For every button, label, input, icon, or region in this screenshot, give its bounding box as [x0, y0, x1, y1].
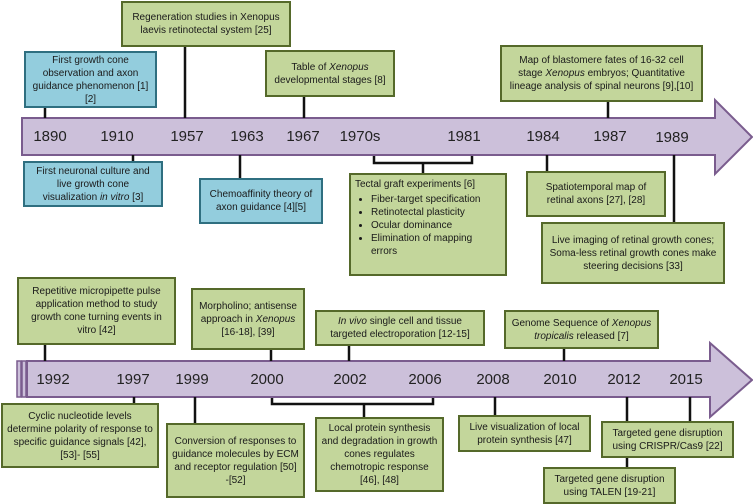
- event-live-visualization: Live visualization of local protein synt…: [458, 415, 591, 452]
- event-local-protein-synthesis: Local protein synthesis and degradation …: [315, 417, 444, 492]
- event-spatiotemporal-map: Spatiotemporal map of retinal axons [27]…: [526, 171, 666, 217]
- event-talen: Targeted gene disruption using TALEN [19…: [543, 467, 676, 504]
- year-label: 1981: [447, 128, 481, 145]
- year-label: 1890: [33, 128, 67, 145]
- event-text: Table of Xenopus developmental stages [8…: [274, 61, 386, 86]
- event-crispr: Targeted gene disruption using CRISPR/Ca…: [601, 421, 734, 458]
- year-label: 1992: [36, 371, 70, 388]
- year-label: 2006: [408, 371, 442, 388]
- year-label: 2002: [333, 371, 367, 388]
- connector-lines: [43, 46, 692, 467]
- timeline-break-mark: [21, 360, 27, 398]
- event-blastomere-map: Map of blastomere fates of 16-32 cell st…: [500, 45, 703, 102]
- year-label: 1970s: [339, 128, 381, 145]
- list-item: Ocular dominance: [371, 219, 501, 232]
- year-label: 2008: [476, 371, 510, 388]
- list-item: Elimination of mapping errors: [371, 232, 501, 258]
- list-item: Retinotectal plasticity: [371, 206, 501, 219]
- event-text: First neuronal culture and live growth c…: [36, 165, 150, 203]
- event-title: Tectal graft experiments [6]: [355, 179, 476, 190]
- event-cyclic-nucleotide: Cyclic nucleotide levels determine polar…: [1, 403, 159, 468]
- year-label: 2012: [607, 371, 641, 388]
- timeline-break-mark: [16, 360, 22, 398]
- event-text: Live visualization of local protein synt…: [469, 421, 580, 446]
- year-label: 2000: [250, 371, 284, 388]
- year-label: 1957: [170, 128, 204, 145]
- event-text: Cyclic nucleotide levels determine polar…: [7, 410, 153, 461]
- year-label: 1967: [286, 128, 320, 145]
- year-label: 1910: [100, 128, 134, 145]
- event-text: Spatiotemporal map of retinal axons [27]…: [545, 182, 647, 206]
- event-first-growth-cone: First growth cone observation and axon g…: [24, 51, 157, 108]
- event-electroporation: In vivo single cell and tissue targeted …: [315, 310, 485, 346]
- event-morpholino: Morpholino; antisense approach in Xenopu…: [191, 288, 305, 350]
- tectal-list: Fiber-target specification Retinotectal …: [355, 193, 501, 258]
- event-text: Targeted gene disruption using CRISPR/Ca…: [612, 427, 723, 452]
- event-genome-sequence: Genome Sequence of Xenopus tropicalis re…: [504, 310, 659, 349]
- event-text: First growth cone observation and axon g…: [32, 54, 149, 105]
- year-label: 2015: [669, 371, 703, 388]
- event-xenopus-stages-table: Table of Xenopus developmental stages [8…: [265, 50, 395, 97]
- year-label: 1989: [655, 129, 689, 146]
- event-text: Chemoaffinity theory of axon guidance [4…: [209, 189, 313, 213]
- event-text: Local protein synthesis and degradation …: [321, 423, 438, 486]
- list-item: Fiber-target specification: [371, 193, 501, 206]
- event-text: Morpholino; antisense approach in Xenopu…: [199, 300, 297, 338]
- event-text: Repetitive micropipette pulse applicatio…: [31, 286, 162, 336]
- top-timeline-arrow: [21, 97, 753, 177]
- bottom-timeline-arrow: [26, 340, 753, 420]
- event-text: Live imaging of retinal growth cones; So…: [549, 234, 717, 272]
- event-tectal-graft: Tectal graft experiments [6] Fiber-targe…: [349, 173, 507, 276]
- event-text: Regeneration studies in Xenopus laevis r…: [132, 12, 280, 36]
- year-label: 1987: [593, 128, 627, 145]
- event-text: Targeted gene disruption using TALEN [19…: [554, 473, 665, 498]
- event-micropipette: Repetitive micropipette pulse applicatio…: [17, 277, 176, 345]
- event-first-neuronal-culture: First neuronal culture and live growth c…: [23, 161, 163, 207]
- event-regeneration: Regeneration studies in Xenopus laevis r…: [121, 1, 291, 47]
- event-text: Genome Sequence of Xenopus tropicalis re…: [511, 317, 652, 342]
- year-label: 2010: [543, 371, 577, 388]
- event-live-imaging: Live imaging of retinal growth cones; So…: [541, 222, 725, 284]
- year-label: 1963: [230, 128, 264, 145]
- year-label: 1984: [526, 128, 560, 145]
- event-conversion-of-responses: Conversion of responses to guidance mole…: [166, 423, 305, 498]
- event-text: Conversion of responses to guidance mole…: [172, 435, 299, 486]
- event-text: Map of blastomere fates of 16-32 cell st…: [509, 55, 694, 92]
- year-label: 1997: [116, 371, 150, 388]
- event-chemoaffinity: Chemoaffinity theory of axon guidance [4…: [199, 178, 323, 224]
- year-label: 1999: [175, 371, 209, 388]
- event-text: In vivo single cell and tissue targeted …: [330, 316, 470, 340]
